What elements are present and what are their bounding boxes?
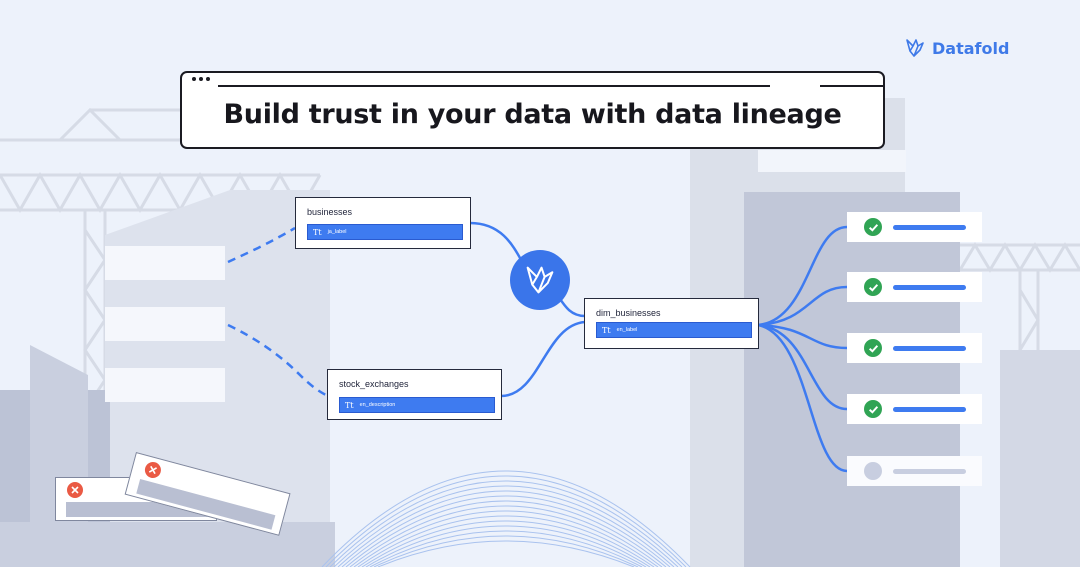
- column-field[interactable]: Tt en_label: [596, 322, 752, 338]
- placeholder-bar: [893, 225, 966, 230]
- downstream-check: [847, 212, 982, 242]
- check-icon: [864, 400, 882, 418]
- placeholder-bar: [893, 346, 966, 351]
- brand-logo[interactable]: Datafold: [904, 37, 1009, 59]
- check-icon: [864, 278, 882, 296]
- column-name: en_description: [359, 402, 396, 408]
- placeholder-bar: [893, 407, 966, 412]
- check-icon: [864, 218, 882, 236]
- column-field[interactable]: Tt en_description: [339, 397, 495, 413]
- failed-item: [124, 452, 291, 536]
- placeholder-bar: [893, 285, 966, 290]
- downstream-check: [847, 272, 982, 302]
- edge-target-check-3: [757, 323, 848, 350]
- edge-target-check-5: [757, 323, 848, 473]
- table-name: dim_businesses: [596, 308, 661, 318]
- text-type-icon: Tt: [602, 325, 611, 335]
- left-building-windows: [105, 246, 225, 402]
- edge-target-check-4: [757, 323, 848, 411]
- datafold-hub: [510, 250, 570, 310]
- table-name: businesses: [307, 207, 353, 217]
- headline: Build trust in your data with data linea…: [223, 99, 842, 130]
- text-type-icon: Tt: [313, 227, 322, 237]
- window-titlebar: [182, 73, 883, 87]
- table-name: stock_exchanges: [339, 379, 409, 389]
- dashed-edge-businesses: [227, 226, 296, 264]
- pending-icon: [864, 462, 882, 480]
- downstream-check: [847, 333, 982, 363]
- downstream-check: [847, 394, 982, 424]
- check-icon: [864, 339, 882, 357]
- edge-stock-target: [500, 320, 586, 398]
- datafold-bird-icon: [526, 266, 554, 294]
- placeholder-bar: [893, 469, 966, 474]
- brand-name: Datafold: [932, 38, 1010, 58]
- column-name: en_label: [616, 327, 638, 333]
- error-icon: [67, 482, 83, 498]
- error-icon: [143, 460, 163, 480]
- right-building: [744, 192, 960, 567]
- dashed-edge-stock-exchanges: [227, 323, 329, 398]
- headline-window: Build trust in your data with data linea…: [180, 71, 885, 149]
- text-type-icon: Tt: [345, 400, 354, 410]
- table-node-dim-businesses[interactable]: dim_businesses Tt en_label: [584, 298, 759, 349]
- downstream-check-pending: [847, 456, 982, 486]
- edge-target-check-1: [757, 225, 848, 327]
- wave-arcs: [321, 470, 691, 567]
- edge-target-check-2: [757, 285, 848, 327]
- table-node-businesses[interactable]: businesses Tt ja_label: [295, 197, 471, 249]
- datafold-bird-icon: [906, 39, 924, 57]
- column-field[interactable]: Tt ja_label: [307, 224, 463, 240]
- column-name: ja_label: [327, 229, 347, 235]
- address-bar: [218, 73, 770, 87]
- table-node-stock-exchanges[interactable]: stock_exchanges Tt en_description: [327, 369, 502, 420]
- window-controls: [192, 77, 210, 81]
